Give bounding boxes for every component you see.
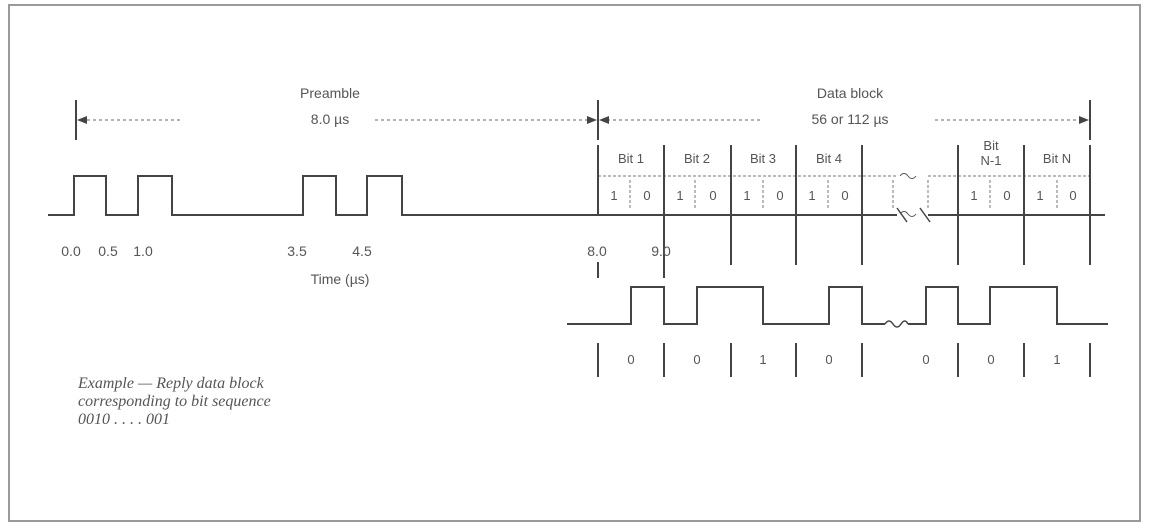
chip-value: 1 bbox=[1036, 188, 1043, 203]
preamble-waveform bbox=[48, 175, 598, 216]
bit-header: Bit N bbox=[1043, 151, 1071, 166]
chip-value: 1 bbox=[808, 188, 815, 203]
bit-header: Bit 4 bbox=[816, 151, 842, 166]
bit-grid bbox=[598, 175, 1090, 210]
example-bit: 0 bbox=[825, 352, 832, 367]
chip-value: 0 bbox=[643, 188, 650, 203]
reply-waveform-end bbox=[908, 286, 1108, 325]
data-block-dimension: Data block 56 or 112 µs bbox=[599, 85, 1091, 140]
diagram-frame bbox=[8, 4, 1141, 522]
chip-values: 1 0 1 0 1 0 1 0 1 0 1 0 bbox=[610, 188, 1076, 203]
bit-boundaries bbox=[597, 145, 1091, 265]
caption-line: corresponding to bit sequence bbox=[78, 393, 271, 410]
chip-value: 1 bbox=[676, 188, 683, 203]
example-bit: 1 bbox=[759, 352, 766, 367]
chip-value: 0 bbox=[1069, 188, 1076, 203]
example-caption: Example — Reply data block corresponding… bbox=[78, 375, 438, 429]
time-tick: 1.0 bbox=[133, 243, 153, 259]
chip-value: 1 bbox=[970, 188, 977, 203]
chip-value: 0 bbox=[709, 188, 716, 203]
bit-header: Bit 2 bbox=[684, 151, 710, 166]
time-tick: 0.5 bbox=[98, 243, 118, 259]
caption-line: Example — Reply data block bbox=[78, 375, 264, 392]
data-block-label: Data block bbox=[817, 85, 884, 101]
bit-header: Bit 3 bbox=[750, 151, 776, 166]
chip-value: 0 bbox=[1003, 188, 1010, 203]
example-bit: 1 bbox=[1053, 352, 1060, 367]
chip-value: 1 bbox=[610, 188, 617, 203]
example-bit: 0 bbox=[627, 352, 634, 367]
time-axis-label: Time (µs) bbox=[311, 271, 370, 287]
baseline-break-icon bbox=[896, 207, 931, 223]
chip-value: 0 bbox=[841, 188, 848, 203]
chip-value: 0 bbox=[776, 188, 783, 203]
example-bit-boundaries bbox=[597, 343, 1091, 377]
preamble-duration: 8.0 µs bbox=[311, 111, 349, 127]
time-ticks: 0.0 0.5 1.0 3.5 4.5 8.0 9.0 Time (µs) bbox=[61, 243, 671, 287]
data-block-duration: 56 or 112 µs bbox=[811, 111, 888, 127]
bit-header: Bit 1 bbox=[618, 151, 644, 166]
example-bit: 0 bbox=[693, 352, 700, 367]
preamble-label: Preamble bbox=[300, 85, 360, 101]
time-tick: 8.0 bbox=[587, 243, 607, 259]
preamble-dimension: Preamble 8.0 µs bbox=[75, 85, 599, 140]
example-bit: 0 bbox=[922, 352, 929, 367]
reply-waveform bbox=[567, 286, 885, 325]
ellipsis-break-icon bbox=[899, 173, 917, 217]
caption-line: 0010 . . . . 001 bbox=[78, 411, 170, 428]
time-tick: 0.0 bbox=[61, 243, 81, 259]
chip-value: 1 bbox=[743, 188, 750, 203]
time-tick: 3.5 bbox=[287, 243, 307, 259]
time-tick: 4.5 bbox=[352, 243, 372, 259]
waveform-break-icon bbox=[884, 320, 909, 328]
time-tick: 9.0 bbox=[651, 243, 671, 259]
example-bit: 0 bbox=[987, 352, 994, 367]
example-bits: 0 0 1 0 0 0 1 bbox=[627, 352, 1060, 367]
